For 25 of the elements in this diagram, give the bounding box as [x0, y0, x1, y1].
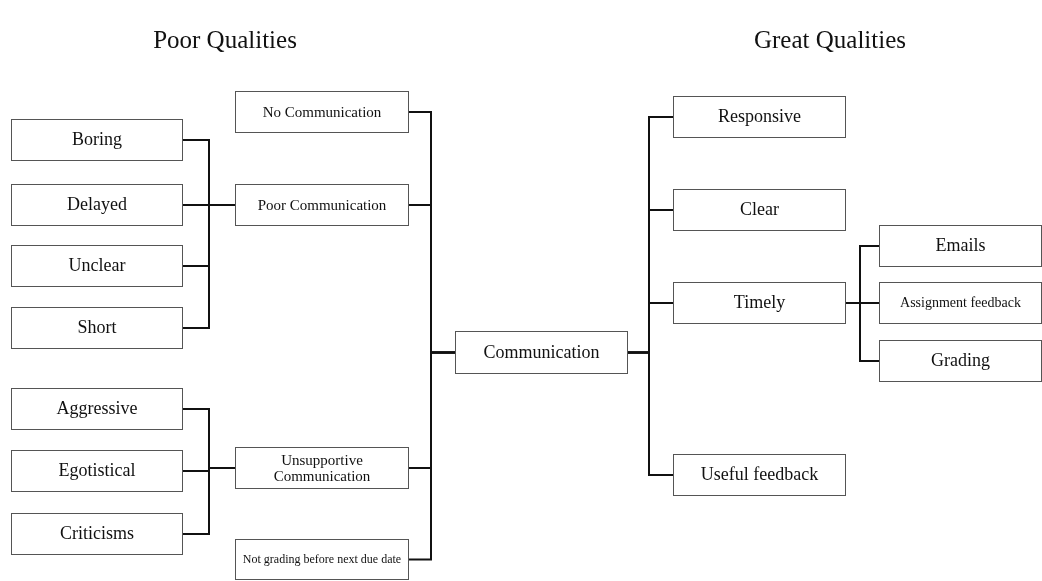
category-box: Assignment feedback [879, 282, 1042, 324]
category-box: Not grading before next due date [235, 539, 409, 580]
category-box: Unclear [11, 245, 183, 287]
connector-line [182, 204, 236, 329]
category-box: Poor Communication [235, 184, 409, 226]
category-box: Clear [673, 189, 846, 231]
category-box: Timely [673, 282, 846, 324]
category-box: No Communication [235, 91, 409, 133]
category-box: Grading [879, 340, 1042, 382]
category-box: Delayed [11, 184, 183, 226]
category-box: Short [11, 307, 183, 349]
category-box: Communication [455, 331, 628, 374]
category-box: Boring [11, 119, 183, 161]
category-box: Criticisms [11, 513, 183, 555]
connector-line [627, 351, 674, 476]
connector-line [845, 302, 880, 362]
category-box: Responsive [673, 96, 846, 138]
category-box: Aggressive [11, 388, 183, 430]
section-heading: Great Qualities [754, 26, 906, 54]
category-box: Egotistical [11, 450, 183, 492]
section-heading: Poor Qualities [153, 26, 297, 54]
category-box: Useful feedback [673, 454, 846, 496]
category-box: Unsupportive Communication [235, 447, 409, 489]
category-box: Emails [879, 225, 1042, 267]
connector-line [408, 351, 456, 561]
